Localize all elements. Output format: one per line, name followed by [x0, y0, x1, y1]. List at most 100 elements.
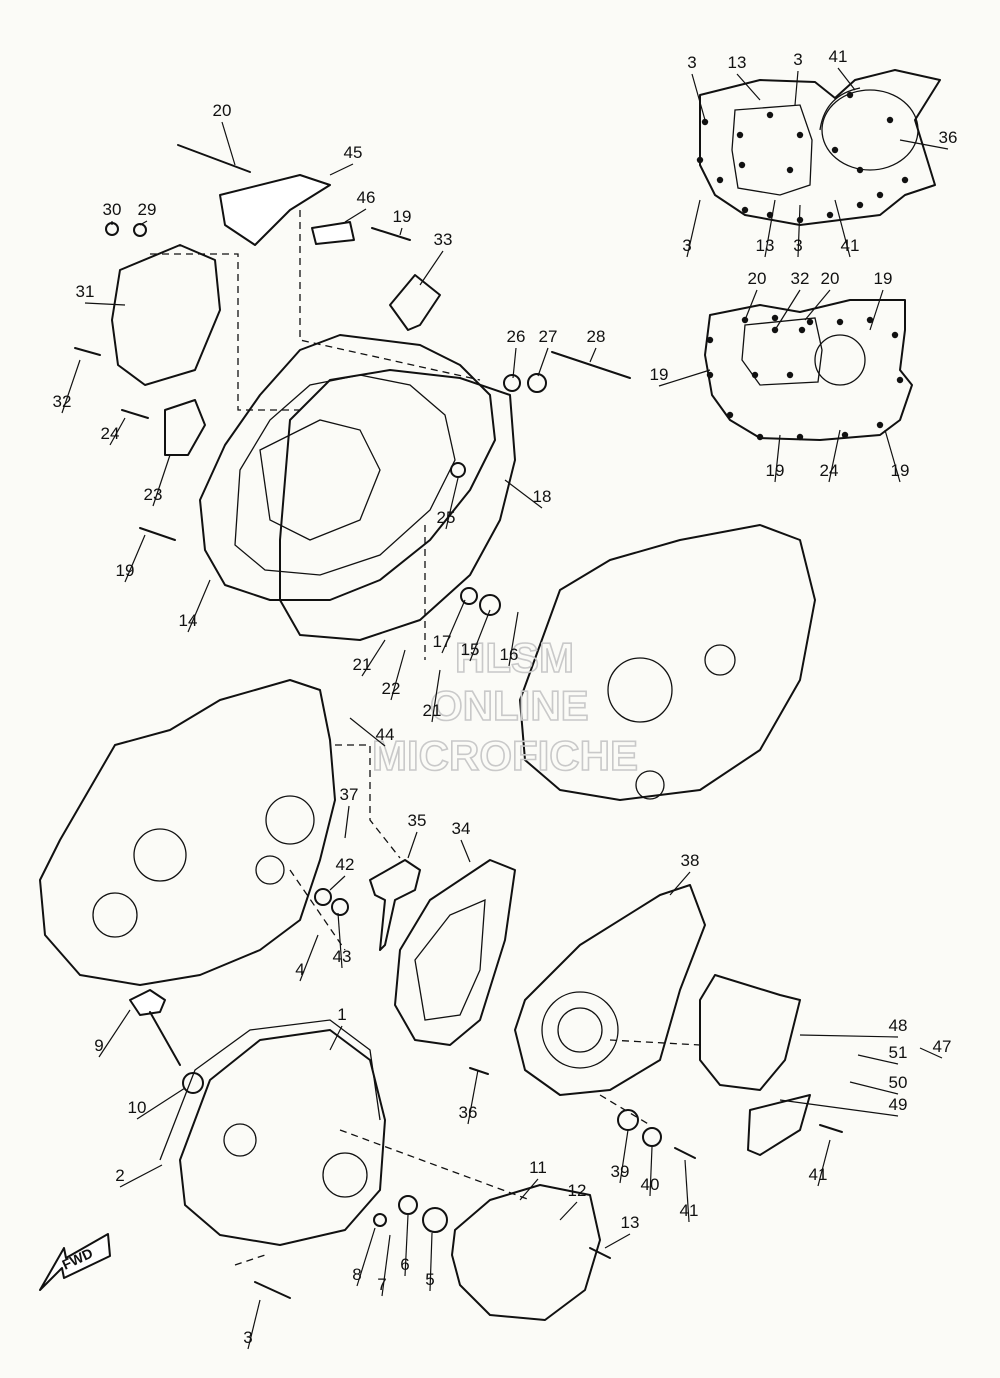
cover-34: [394, 859, 516, 1046]
bolt-marker: [856, 166, 864, 174]
callout-leader: [797, 204, 801, 258]
bolt-marker: [826, 211, 834, 219]
callout-leader: [537, 347, 549, 377]
callout-leader: [431, 669, 441, 723]
callout-leader: [329, 875, 346, 891]
callout-label: 19: [766, 461, 785, 480]
callout-leader: [460, 839, 471, 863]
watermark: HLSM ONLINE MICROFICHE: [371, 633, 639, 780]
bolt-marker: [796, 433, 804, 441]
callout-leader: [441, 599, 466, 654]
bolt-marker: [786, 371, 794, 379]
callout-leader: [344, 805, 350, 839]
bracket-47: [699, 974, 811, 1156]
callout-label: 24: [101, 424, 120, 443]
callout-leader: [837, 67, 856, 91]
callout-label: 7: [377, 1275, 386, 1294]
callout-leader: [399, 227, 403, 236]
bolt-marker: [726, 411, 734, 419]
callout-label: 5: [425, 1270, 434, 1289]
callout-label: 13: [756, 236, 775, 255]
callout-label: 51: [889, 1043, 908, 1062]
bolt-marker: [766, 211, 774, 219]
callout-label: 6: [400, 1255, 409, 1274]
callout-leader: [884, 429, 901, 483]
callout-label: 16: [500, 645, 519, 664]
bolt-marker: [771, 314, 779, 322]
callout-label: 12: [568, 1181, 587, 1200]
callout-label: 3: [687, 53, 696, 72]
bolt-pattern-cover-left: [704, 299, 913, 441]
callout-leader: [817, 1139, 831, 1187]
bolt-marker: [806, 318, 814, 326]
callout-label: 13: [621, 1213, 640, 1232]
callout-label: 36: [459, 1103, 478, 1122]
svg-text:HLSM: HLSM: [455, 634, 574, 681]
bolt-marker: [796, 131, 804, 139]
callout-label: 20: [748, 269, 767, 288]
callout-leader: [109, 417, 126, 446]
callout-leader: [794, 70, 799, 106]
callout-label: 44: [376, 725, 395, 744]
callout-label: 19: [393, 207, 412, 226]
bolt-marker: [766, 111, 774, 119]
callout-label: 45: [344, 143, 363, 162]
callout-label: 23: [144, 485, 163, 504]
callout-label: 34: [452, 819, 471, 838]
callout-label: 36: [939, 128, 958, 147]
bolt-marker: [738, 161, 746, 169]
callout-label: 46: [357, 188, 376, 207]
gasket-2: [159, 1019, 381, 1161]
bolt-pattern-cover-right: [699, 69, 941, 226]
callout-label: 41: [809, 1165, 828, 1184]
callout-leader: [604, 1233, 631, 1249]
bolt-marker: [741, 206, 749, 214]
bolt-marker: [901, 176, 909, 184]
callout-leader: [804, 289, 831, 321]
bolt-marker: [796, 216, 804, 224]
callout-leader: [919, 1047, 943, 1059]
callout-label: 49: [889, 1095, 908, 1114]
callout-label: 11: [529, 1158, 547, 1177]
callout-leader: [84, 302, 126, 306]
callout-label: 4: [295, 960, 304, 979]
callout-leader: [407, 831, 418, 859]
callout-label: 10: [128, 1098, 147, 1117]
callout-leader: [381, 1234, 391, 1297]
callout-label: 21: [423, 701, 442, 720]
forward-arrow-icon: FWD: [39, 1233, 111, 1291]
bolt-marker: [786, 166, 794, 174]
callout-leader: [404, 1214, 409, 1277]
callout-label: 30: [103, 200, 122, 219]
callout-leader: [349, 717, 386, 747]
callout-label: 20: [821, 269, 840, 288]
callout-leader: [649, 1146, 653, 1197]
callout-leader: [139, 220, 148, 226]
callout-leader: [849, 1081, 899, 1095]
callout-leader: [445, 477, 459, 530]
callout-leader: [519, 1178, 539, 1201]
callout-leader: [119, 1164, 163, 1188]
svg-text:MICROFICHE: MICROFICHE: [372, 732, 638, 779]
callout-label: 35: [408, 811, 427, 830]
callout-leader: [390, 649, 406, 701]
callout-leader: [828, 429, 841, 483]
callout-label: 25: [437, 508, 456, 527]
callout-label: 9: [94, 1036, 103, 1055]
callout-label: 47: [933, 1037, 952, 1056]
bolt-marker: [736, 131, 744, 139]
callout-label: 8: [352, 1265, 361, 1284]
callout-leader: [247, 1299, 261, 1350]
callout-leader: [124, 534, 146, 583]
callout-label: 50: [889, 1073, 908, 1092]
crankcase-cover-1: [179, 1029, 386, 1246]
callout-leader: [508, 611, 519, 667]
callout-leader: [469, 609, 491, 662]
bolt-marker: [706, 371, 714, 379]
bolt-marker: [756, 433, 764, 441]
bolt-marker: [798, 326, 806, 334]
crankcase-left-half: [39, 679, 336, 986]
bolt-marker: [841, 431, 849, 439]
callout-leader: [344, 208, 367, 223]
